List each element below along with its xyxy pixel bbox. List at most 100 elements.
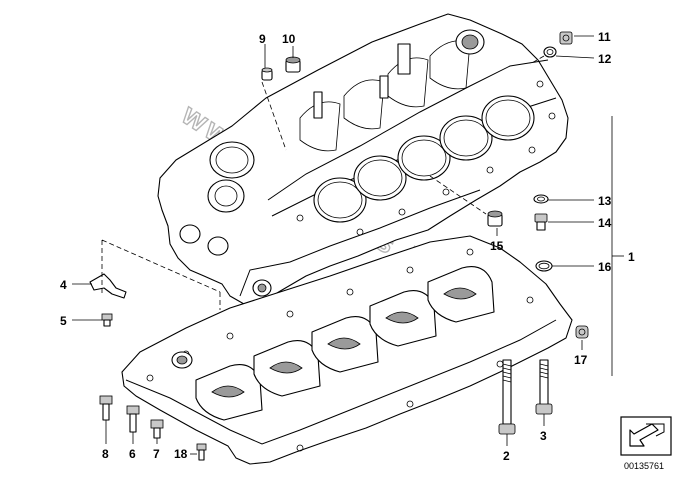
part-2-head [498,423,516,435]
part-8-head [99,395,113,405]
part-7-shank [153,427,161,439]
sensor-boss-b [379,75,389,99]
cylinder-bore-1 [313,177,367,223]
callout-3: 3 [540,429,547,443]
part-13-seal-ring [533,194,549,204]
part-3-thread [539,363,549,379]
part-14-thread [536,221,546,231]
bedplate-hole [406,400,414,408]
callout-15: 15 [490,239,504,253]
front-boss-b [179,224,201,244]
callout-8: 8 [102,447,109,461]
bedplate-hole [466,248,474,256]
part-16-ring-hole [538,262,550,270]
front-timing-opening-inner [215,146,249,174]
part-8-bolt [99,395,113,421]
part-14-head [534,213,548,223]
deck-hole [528,146,536,154]
bearing-bore-2 [269,361,303,374]
assembly-line-part-15 [429,175,487,215]
front-boss-a [207,179,245,213]
view-direction-arrow-icon [629,423,659,447]
callout-16: 16 [598,260,612,274]
part-6-shank [129,413,137,433]
cylinder-bore-4-inner [443,119,489,157]
bearing-bore-3 [327,337,361,350]
cylinder-bore-1-inner [317,181,363,219]
assembly-line-part-12 [529,55,545,65]
part-17-body [575,325,589,339]
part-2-thread [502,363,512,383]
bedplate-front-boss-bore [176,355,188,365]
deck-hole [442,188,450,196]
bearing-bore-1 [211,385,245,398]
callout-2: 2 [503,449,510,463]
engine-block [157,13,569,305]
callout-14: 14 [598,216,612,230]
callout-9: 9 [259,32,266,46]
bearing-bore-5 [443,287,477,300]
rear-bore-d [429,40,471,90]
callout-13: 13 [598,194,612,208]
deck-hole [398,208,406,216]
engine-block-deck-edge [267,59,549,201]
callout-1: 1 [628,250,635,264]
leader-12 [555,55,595,59]
part-8-shank [102,403,110,421]
front-boss-a-inner [214,185,238,207]
view-direction-plane-icon [646,423,665,437]
part-11-body [559,31,573,45]
callout-4: 4 [60,278,67,292]
bedplate-hole [346,288,354,296]
part-6-bolt [126,405,140,433]
deck-hole [296,214,304,222]
part-18-head [196,443,207,451]
part-6-head [126,405,140,415]
part-10-bush [285,56,301,73]
cylinder-bore-2-inner [357,159,403,197]
part-5-bolt [101,313,113,327]
bedplate-hole [226,332,234,340]
part-13-seal-ring-hole [537,196,545,202]
front-boss-d-bore [257,283,267,293]
engine-block-outline [157,13,569,305]
callout-6: 6 [129,447,136,461]
cylinder-bore-5 [481,95,535,141]
part-16-ring [535,260,553,272]
front-boss-c [207,236,229,256]
part-17-plug [575,325,589,339]
rear-bank-port-bore [461,34,479,50]
bedplate-flange [125,319,557,445]
part-14-screw-plug [534,213,548,231]
cylinder-bore-4 [439,115,493,161]
part-9-sleeve [261,67,273,81]
callout-5: 5 [60,314,67,328]
callout-10: 10 [282,32,296,46]
main-bearing-saddles [195,266,495,421]
cylinder-bore-2 [353,155,407,201]
part-18-bolt [196,443,207,461]
part-11-plug [559,31,573,45]
part-2-long-bolt [498,359,516,435]
part-5-head [101,313,113,321]
deck-hole [548,112,556,120]
callout-12: 12 [598,52,612,66]
bedplate-hole [406,266,414,274]
callout-11: 11 [598,30,611,44]
rear-bank-cylinders [299,40,471,152]
callout-17: 17 [574,353,588,367]
callout-18: 18 [174,447,188,461]
crankcase-bedplate [121,235,573,465]
diagram-reference-number: 00135761 [624,461,664,471]
bedplate-hole [526,296,534,304]
part-12-washer [543,46,557,58]
part-15-sleeve [487,210,503,227]
deck-hole [486,166,494,174]
part-11-center [562,34,570,42]
deck-hole [536,80,544,88]
part-4-bracket [89,273,127,299]
bedplate-hole [296,444,304,452]
leader-lines [72,35,624,455]
rear-bore-b [343,79,385,130]
